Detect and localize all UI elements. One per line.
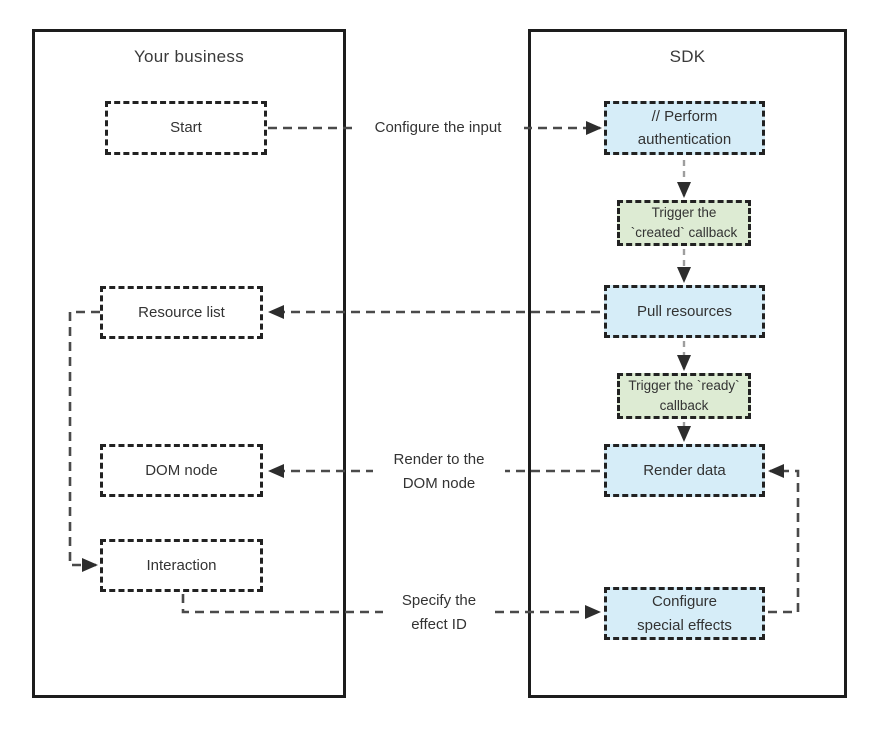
node-created-callback: Trigger the `created` callback bbox=[617, 200, 751, 246]
node-resource-list-label: Resource list bbox=[138, 303, 225, 321]
node-pull-resources-label: Pull resources bbox=[636, 302, 733, 320]
node-resource-list: Resource list bbox=[100, 286, 263, 339]
edge-label-render-to-dom: Render to the DOM node bbox=[373, 448, 505, 497]
node-perform-authentication-label: // Perform authentication bbox=[637, 107, 732, 148]
node-configure-special-effects: Configure special effects bbox=[604, 587, 765, 640]
node-perform-authentication: // Perform authentication bbox=[604, 101, 765, 155]
node-ready-callback-label: Trigger the `ready` callback bbox=[628, 377, 740, 413]
node-start-label: Start bbox=[170, 119, 202, 137]
panel-title-your-business: Your business bbox=[133, 47, 245, 66]
edge-label-configure-input: Configure the input bbox=[352, 116, 524, 141]
node-interaction-label: Interaction bbox=[146, 556, 217, 574]
node-interaction: Interaction bbox=[100, 539, 263, 592]
node-render-data-label: Render data bbox=[643, 461, 726, 479]
node-pull-resources: Pull resources bbox=[604, 285, 765, 338]
panel-title-sdk: SDK bbox=[669, 47, 706, 66]
node-dom-node: DOM node bbox=[100, 444, 263, 497]
node-configure-special-effects-label: Configure special effects bbox=[637, 593, 732, 634]
node-render-data: Render data bbox=[604, 444, 765, 497]
panel-sdk bbox=[528, 29, 847, 698]
panel-your-business bbox=[32, 29, 346, 698]
node-dom-node-label: DOM node bbox=[145, 461, 218, 479]
edge-label-specify-effect: Specify the effect ID bbox=[383, 589, 495, 638]
node-created-callback-label: Trigger the `created` callback bbox=[630, 204, 738, 240]
node-start: Start bbox=[105, 101, 267, 155]
node-ready-callback: Trigger the `ready` callback bbox=[617, 373, 751, 419]
